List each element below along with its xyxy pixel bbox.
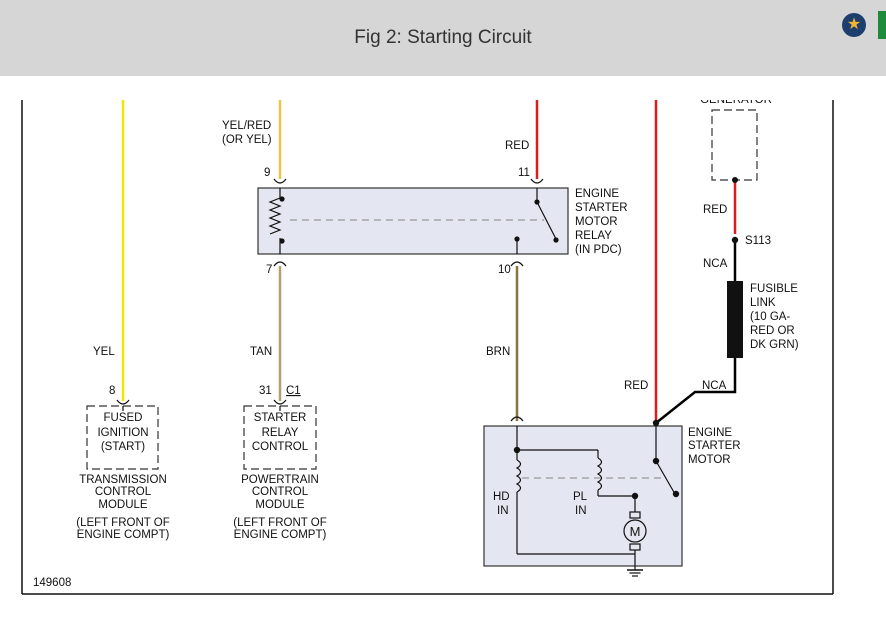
motor-junction	[652, 419, 660, 427]
motor-line-3: MOTOR	[688, 454, 731, 466]
relay-box	[257, 187, 569, 255]
relay-line-4: RELAY	[575, 230, 612, 242]
relay-line-1: ENGINE	[575, 188, 619, 200]
pin-7: 7	[266, 264, 272, 276]
diagram-frame	[21, 100, 834, 595]
pin-11: 11	[518, 167, 530, 179]
figure-id: 149608	[33, 577, 71, 589]
label-red-top: RED	[505, 140, 529, 152]
motor-pl-in-label: IN	[575, 505, 587, 517]
splice-s113	[731, 236, 739, 244]
tcm-box-line-1: FUSED	[104, 412, 143, 424]
motor-line-2: STARTER	[688, 440, 741, 452]
pin-9: 9	[264, 167, 270, 179]
tcm-box	[86, 405, 159, 470]
pcm-box-line-2: RELAY	[262, 427, 299, 439]
pcm-name-line-3: MODULE	[255, 499, 305, 511]
motor-m-symbol: M	[630, 524, 641, 539]
relay-line-5: (IN PDC)	[575, 244, 622, 256]
tcm-box-line-2: IGNITION	[97, 427, 148, 439]
motor-hd-in-label: IN	[497, 505, 509, 517]
pcm-box-line-1: STARTER	[254, 412, 307, 424]
pcm-box-line-3: CONTROL	[252, 441, 309, 453]
wire-nca-bottom	[655, 358, 737, 424]
wiring-diagram: GENERATOR	[21, 94, 834, 595]
label-yel: YEL	[93, 346, 115, 358]
fusible-line-1: FUSIBLE	[750, 283, 798, 295]
page-title: Fig 2: Starting Circuit	[354, 27, 532, 48]
tcm-name-line-3: MODULE	[98, 499, 148, 511]
motor-line-1: ENGINE	[688, 427, 732, 439]
generator-box: GENERATOR	[700, 94, 772, 183]
fusible-link	[727, 281, 743, 358]
tcm-loc-line-2: ENGINE COMPT)	[77, 529, 170, 541]
tcm-loc-line-1: (LEFT FRONT OF	[76, 517, 170, 529]
generator-label: GENERATOR	[700, 94, 772, 106]
fusible-line-3: (10 GA-	[750, 311, 790, 323]
label-nca-bottom: NCA	[702, 380, 727, 392]
pcm-name-line-1: POWERTRAIN	[241, 474, 319, 486]
pcm-loc-line-2: ENGINE COMPT)	[234, 529, 327, 541]
tcm-name-line-1: TRANSMISSION	[79, 474, 167, 486]
pcm-loc-line-1: (LEFT FRONT OF	[233, 517, 327, 529]
star-badge-icon[interactable]: ★	[842, 13, 866, 37]
label-tan: TAN	[250, 346, 272, 358]
motor-pl-label: PL	[573, 491, 588, 503]
label-red-motor: RED	[624, 380, 648, 392]
motor-hd-label: HD	[493, 491, 510, 503]
label-nca-top: NCA	[703, 258, 728, 270]
tcm-box-line-3: (START)	[101, 441, 145, 453]
label-yel-red: YEL/RED	[222, 120, 271, 132]
pcm-box	[243, 405, 317, 470]
pin-c1: C1	[286, 385, 301, 397]
connector-terminals	[116, 178, 544, 422]
pin-10: 10	[498, 264, 511, 276]
fusible-line-5: DK GRN)	[750, 339, 799, 351]
tcm-name-line-2: CONTROL	[95, 486, 152, 498]
splice-label: S113	[745, 235, 771, 247]
green-action-button[interactable]	[878, 11, 886, 39]
pin-8: 8	[109, 385, 115, 397]
pcm-name-line-2: CONTROL	[252, 486, 309, 498]
label-red-generator: RED	[703, 204, 727, 216]
fusible-line-2: LINK	[750, 297, 776, 309]
relay-line-2: STARTER	[575, 202, 628, 214]
fusible-line-4: RED OR	[750, 325, 795, 337]
header-bar	[0, 0, 886, 76]
starter-motor-box	[483, 425, 683, 577]
labels: YEL/RED (OR YEL) RED 9 11 ENGINE STARTER…	[33, 120, 799, 589]
label-brn: BRN	[486, 346, 510, 358]
relay-line-3: MOTOR	[575, 216, 618, 228]
pin-31: 31	[259, 385, 272, 397]
wires	[121, 100, 737, 424]
label-or-yel: (OR YEL)	[222, 134, 272, 146]
